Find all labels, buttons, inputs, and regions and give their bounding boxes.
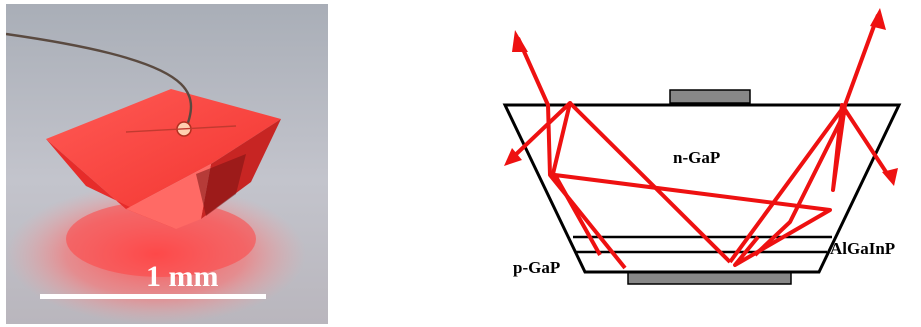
top-contact (669, 89, 751, 104)
label-algainp: AlGaInP (830, 239, 895, 258)
chip-dark-edge (196, 154, 246, 216)
ray-arrowheads (504, 8, 898, 186)
ray-cross-middle (553, 173, 832, 267)
arrowhead-left (504, 148, 522, 166)
led-chip-photo: 1 mm (6, 4, 328, 324)
chip-front-facet (126, 164, 211, 229)
label-n-gap: n-GaP (673, 148, 720, 167)
ray-inner-v (753, 111, 847, 257)
chip-outline (502, 103, 902, 274)
scale-bar-label: 1 mm (146, 260, 218, 293)
arrowhead-top-right (870, 8, 886, 30)
chip-reflection-core (66, 201, 256, 277)
ray-left (516, 37, 627, 270)
led-cross-section-diagram: n-GaP AlGaInP p-GaP (502, 8, 902, 285)
label-p-gap: p-GaP (513, 258, 560, 277)
ray-right-branch (831, 103, 892, 192)
light-rays (508, 14, 892, 270)
chip-top-face (46, 89, 281, 209)
ray-cross-left (568, 101, 732, 264)
bond-wire (6, 32, 193, 130)
scale-bar (40, 294, 266, 299)
contact-finger (125, 125, 237, 133)
arrowhead-top-left (512, 30, 528, 52)
arrowhead-right (882, 168, 898, 186)
bottom-contact (627, 271, 792, 285)
